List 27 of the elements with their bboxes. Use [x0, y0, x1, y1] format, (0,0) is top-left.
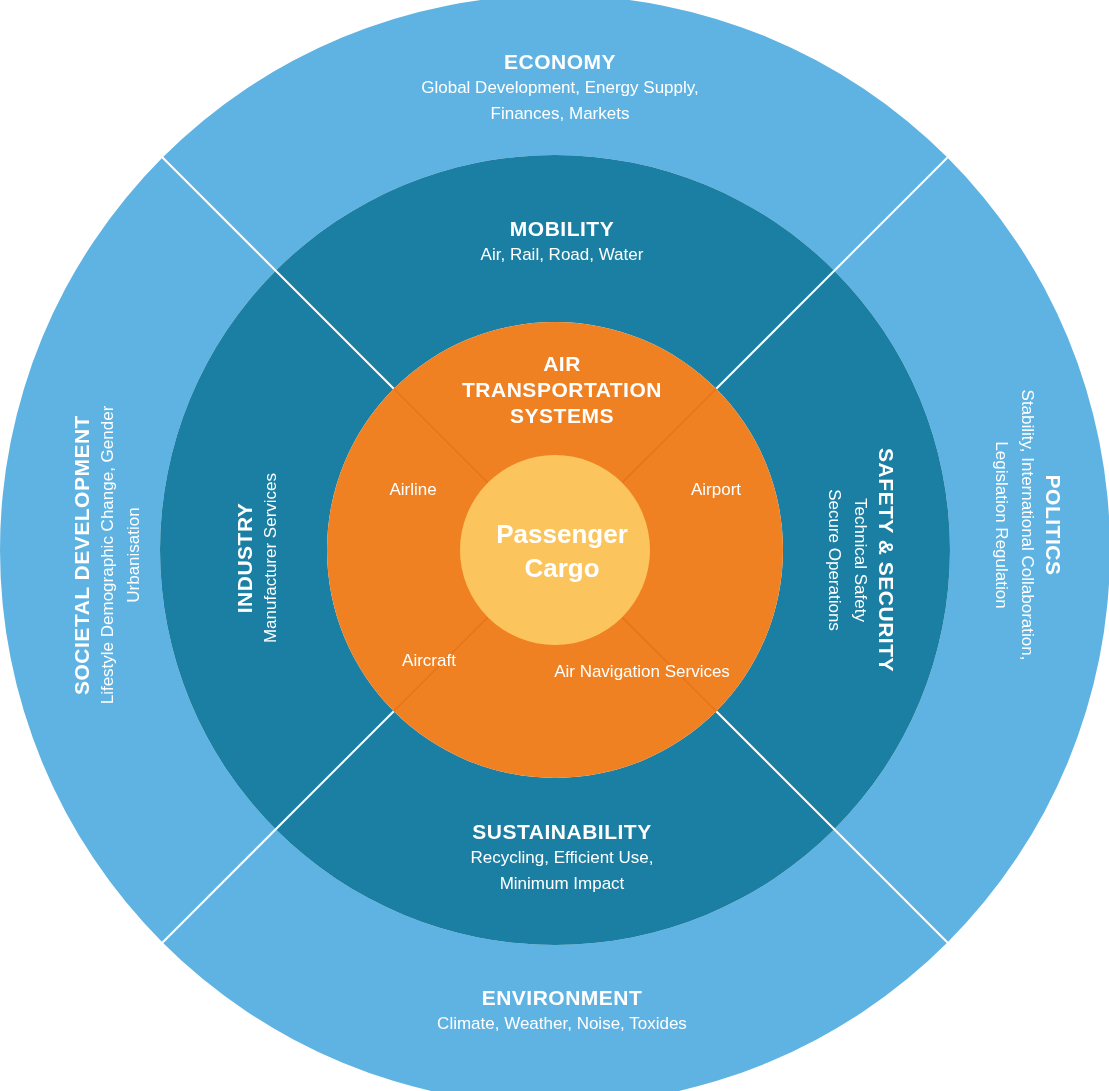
center-disk: [327, 322, 783, 778]
segment-description: Air, Rail, Road, Water: [480, 244, 644, 266]
segment-heading: MOBILITY: [509, 216, 615, 242]
segment-heading: SUSTAINABILITY: [472, 819, 652, 845]
sector-label: Airport: [690, 480, 742, 500]
segment-heading: ECONOMY: [504, 49, 616, 75]
core-circle: [460, 455, 650, 645]
segment-heading: ENVIRONMENT: [481, 985, 643, 1011]
ring-segment: [275, 711, 835, 945]
ring-segment: [1, 157, 276, 943]
segment-heading: SAFETY & SECURITY: [874, 448, 899, 672]
sector-label: Aircraft: [402, 651, 456, 671]
segment-heading: INDUSTRY: [232, 502, 257, 614]
segment-heading: AIR TRANSPORTATION SYSTEMS: [462, 351, 662, 429]
segment-description: Recycling, Efficient Use, Minimum Impact: [469, 847, 655, 895]
segment-description: Stability, International Collaboration, Legislation Regulation: [991, 388, 1038, 663]
segment-heading: SOCIETAL DEVELOPMENT: [69, 415, 94, 695]
segment-heading: POLITICS: [1041, 474, 1066, 576]
segment-description: Global Development, Energy Supply, Finances, Markets: [420, 77, 700, 125]
segment-description: Technical Safety Secure Operations: [824, 488, 871, 633]
segment-description: Lifestyle Demographic Change, Gender Urbanisation: [97, 404, 144, 707]
ring-segment: [162, 0, 948, 271]
sector-label: Air Navigation Services: [554, 662, 730, 682]
sector-label: Airline: [389, 480, 437, 500]
segment-description: Climate, Weather, Noise, Toxides: [437, 1013, 687, 1035]
core-label: Passenger Cargo: [495, 518, 629, 585]
segment-description: Manufacturer Services: [260, 472, 281, 644]
